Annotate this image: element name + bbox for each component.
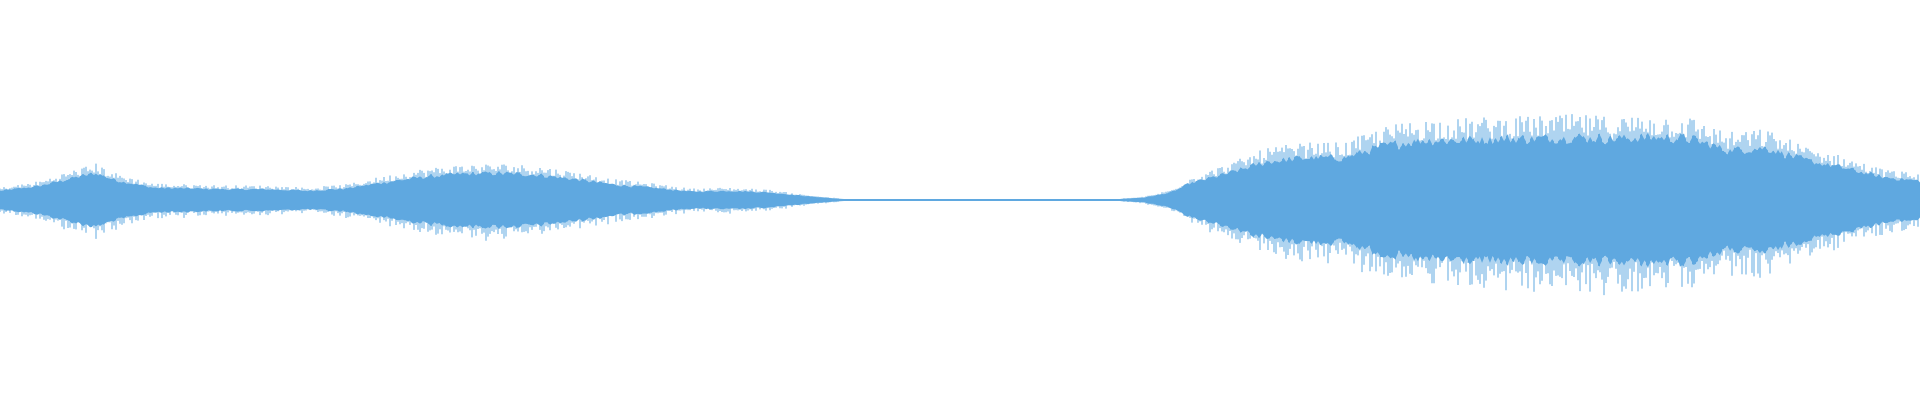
waveform-peaks (0, 114, 1919, 296)
